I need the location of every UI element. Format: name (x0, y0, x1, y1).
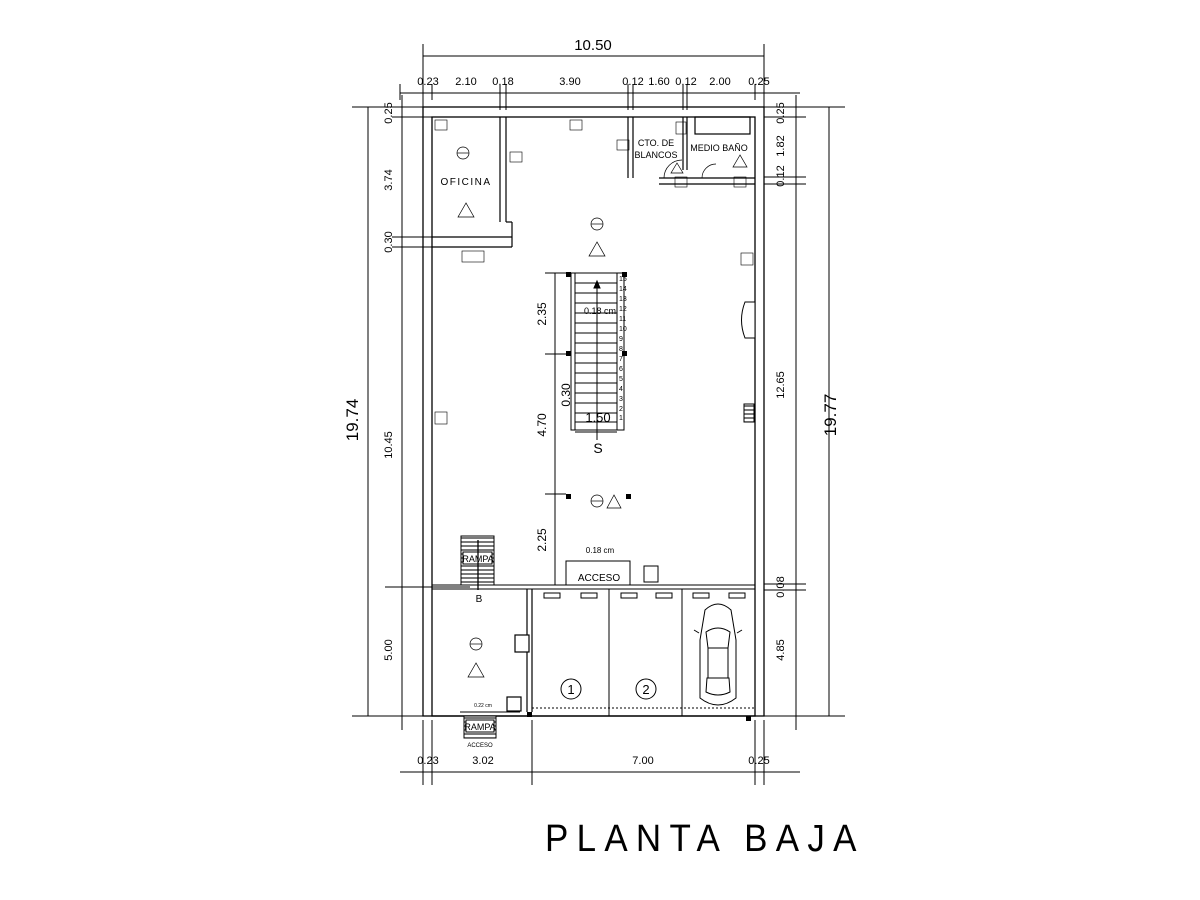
access-bottom-label: ACCESO (467, 743, 493, 749)
stair-step-number: 10 (619, 326, 627, 333)
stair-step-number: 15 (619, 276, 627, 283)
lower-room-walls (506, 589, 533, 712)
dim-bottom-part-4: 0.25 (748, 755, 769, 767)
column-markers (527, 272, 751, 721)
dim-right-total: 19.77 (821, 394, 840, 437)
stair-step-number: 3 (619, 396, 623, 403)
dim-top-total: 10.50 (574, 37, 612, 54)
wall-fixture (741, 301, 756, 423)
stair-step-number: 2 (619, 406, 623, 413)
stair-step-number: 11 (619, 316, 626, 323)
dim-top-part-4: 3.90 (559, 76, 580, 88)
car-icon (693, 603, 743, 706)
access-main-label: ACCESO (578, 573, 620, 584)
door-swing (663, 159, 717, 179)
smoke-detector-icon (467, 241, 622, 678)
ramp-top-mark: B (476, 594, 483, 605)
stair-step-number: 14 (619, 286, 627, 293)
parking-space-number: 2 (642, 682, 649, 697)
dim-top-part-3: 0.18 (492, 76, 513, 88)
smoke-detector-icon (670, 154, 748, 174)
top-dimension-lines (399, 44, 800, 110)
stair-dim-2: 4.70 (535, 413, 549, 437)
parking-space-number: 1 (567, 682, 574, 697)
stair-width-label: 1.50 (585, 410, 610, 425)
ramp-bottom-note: 0.22 cm (474, 703, 492, 709)
ramp-bottom-label: RAMPA (464, 722, 495, 732)
stair-start-label: S (593, 440, 602, 456)
stair-step-number: 5 (619, 376, 623, 383)
stair-step-number: 13 (619, 296, 627, 303)
dim-left-part-1: 0.25 (383, 102, 395, 123)
access-level-note: 0.18 cm (586, 546, 615, 555)
stair-step-number: 9 (619, 336, 623, 343)
service-room-walls (627, 116, 755, 185)
dim-top-part-5: 0.12 (622, 76, 643, 88)
stair-landing-label: 0.30 (559, 383, 573, 407)
dim-bottom-part-3: 7.00 (632, 755, 653, 767)
left-dimension-lines (352, 95, 470, 730)
stair-riser-label: 0.18 cm (584, 306, 616, 316)
dim-left-part-3: 0.30 (383, 231, 395, 252)
dim-right-part-2: 1.82 (775, 135, 787, 156)
parking-lines (532, 589, 755, 716)
parking-space-1: 1 (560, 678, 582, 700)
stair-step-number: 12 (619, 306, 627, 313)
dim-top-part-8: 2.00 (709, 76, 730, 88)
dim-top-part-6: 1.60 (648, 76, 669, 88)
room-label-medio-bano: MEDIO BAÑO (690, 143, 748, 153)
stair-step-numbers: 15 14 13 12 11 10 9 8 7 6 5 4 3 2 1 (619, 276, 627, 422)
stair-step-number: 6 (619, 366, 623, 373)
ramp-top-label: RAMPA (462, 554, 493, 564)
stair-dim-1: 2.35 (535, 302, 549, 326)
stair-step-number: 4 (619, 386, 623, 393)
exterior-walls (422, 106, 765, 717)
dim-bottom-part-1: 0.23 (417, 755, 438, 767)
bottom-dimension-lines (400, 720, 800, 785)
plan-title: PLANTA BAJA (545, 818, 865, 860)
ramp-top (460, 535, 495, 590)
room-label-cto-blancos-2: BLANCOS (634, 150, 677, 160)
parking-space-2: 2 (635, 678, 657, 700)
light-fixture-icon (469, 217, 604, 651)
dim-left-total: 19.74 (343, 399, 362, 442)
right-dimension-lines (764, 95, 845, 730)
room-label-oficina: OFICINA (440, 177, 491, 188)
dim-top-part-9: 0.25 (748, 76, 769, 88)
dim-top-part-7: 0.12 (675, 76, 696, 88)
dim-right-part-1: 0.25 (775, 102, 787, 123)
dim-right-part-4: 12.65 (775, 371, 787, 399)
dim-top-part-1: 0.23 (417, 76, 438, 88)
dim-right-part-3: 0.12 (775, 165, 787, 186)
dim-right-part-5: 0.08 (775, 576, 787, 597)
office-walls (432, 117, 513, 248)
ramp-bottom (460, 711, 520, 739)
dim-right-part-6: 4.85 (775, 639, 787, 660)
dim-top-part-2: 2.10 (455, 76, 476, 88)
staircase (545, 272, 625, 586)
dim-left-part-5: 5.00 (383, 639, 395, 660)
stair-dim-3: 2.25 (535, 528, 549, 552)
dim-left-part-2: 3.74 (383, 169, 395, 190)
stair-step-number: 1 (619, 415, 623, 422)
stair-step-number: 8 (619, 346, 623, 353)
dim-left-part-4: 10.45 (383, 431, 395, 459)
dim-bottom-part-2: 3.02 (472, 755, 493, 767)
light-fixture-icon (456, 146, 470, 160)
outlet-tag-icon (434, 119, 754, 425)
stair-step-number: 7 (619, 356, 623, 363)
room-label-cto-blancos-1: CTO. DE (638, 138, 674, 148)
smoke-detector-icon (457, 202, 475, 218)
